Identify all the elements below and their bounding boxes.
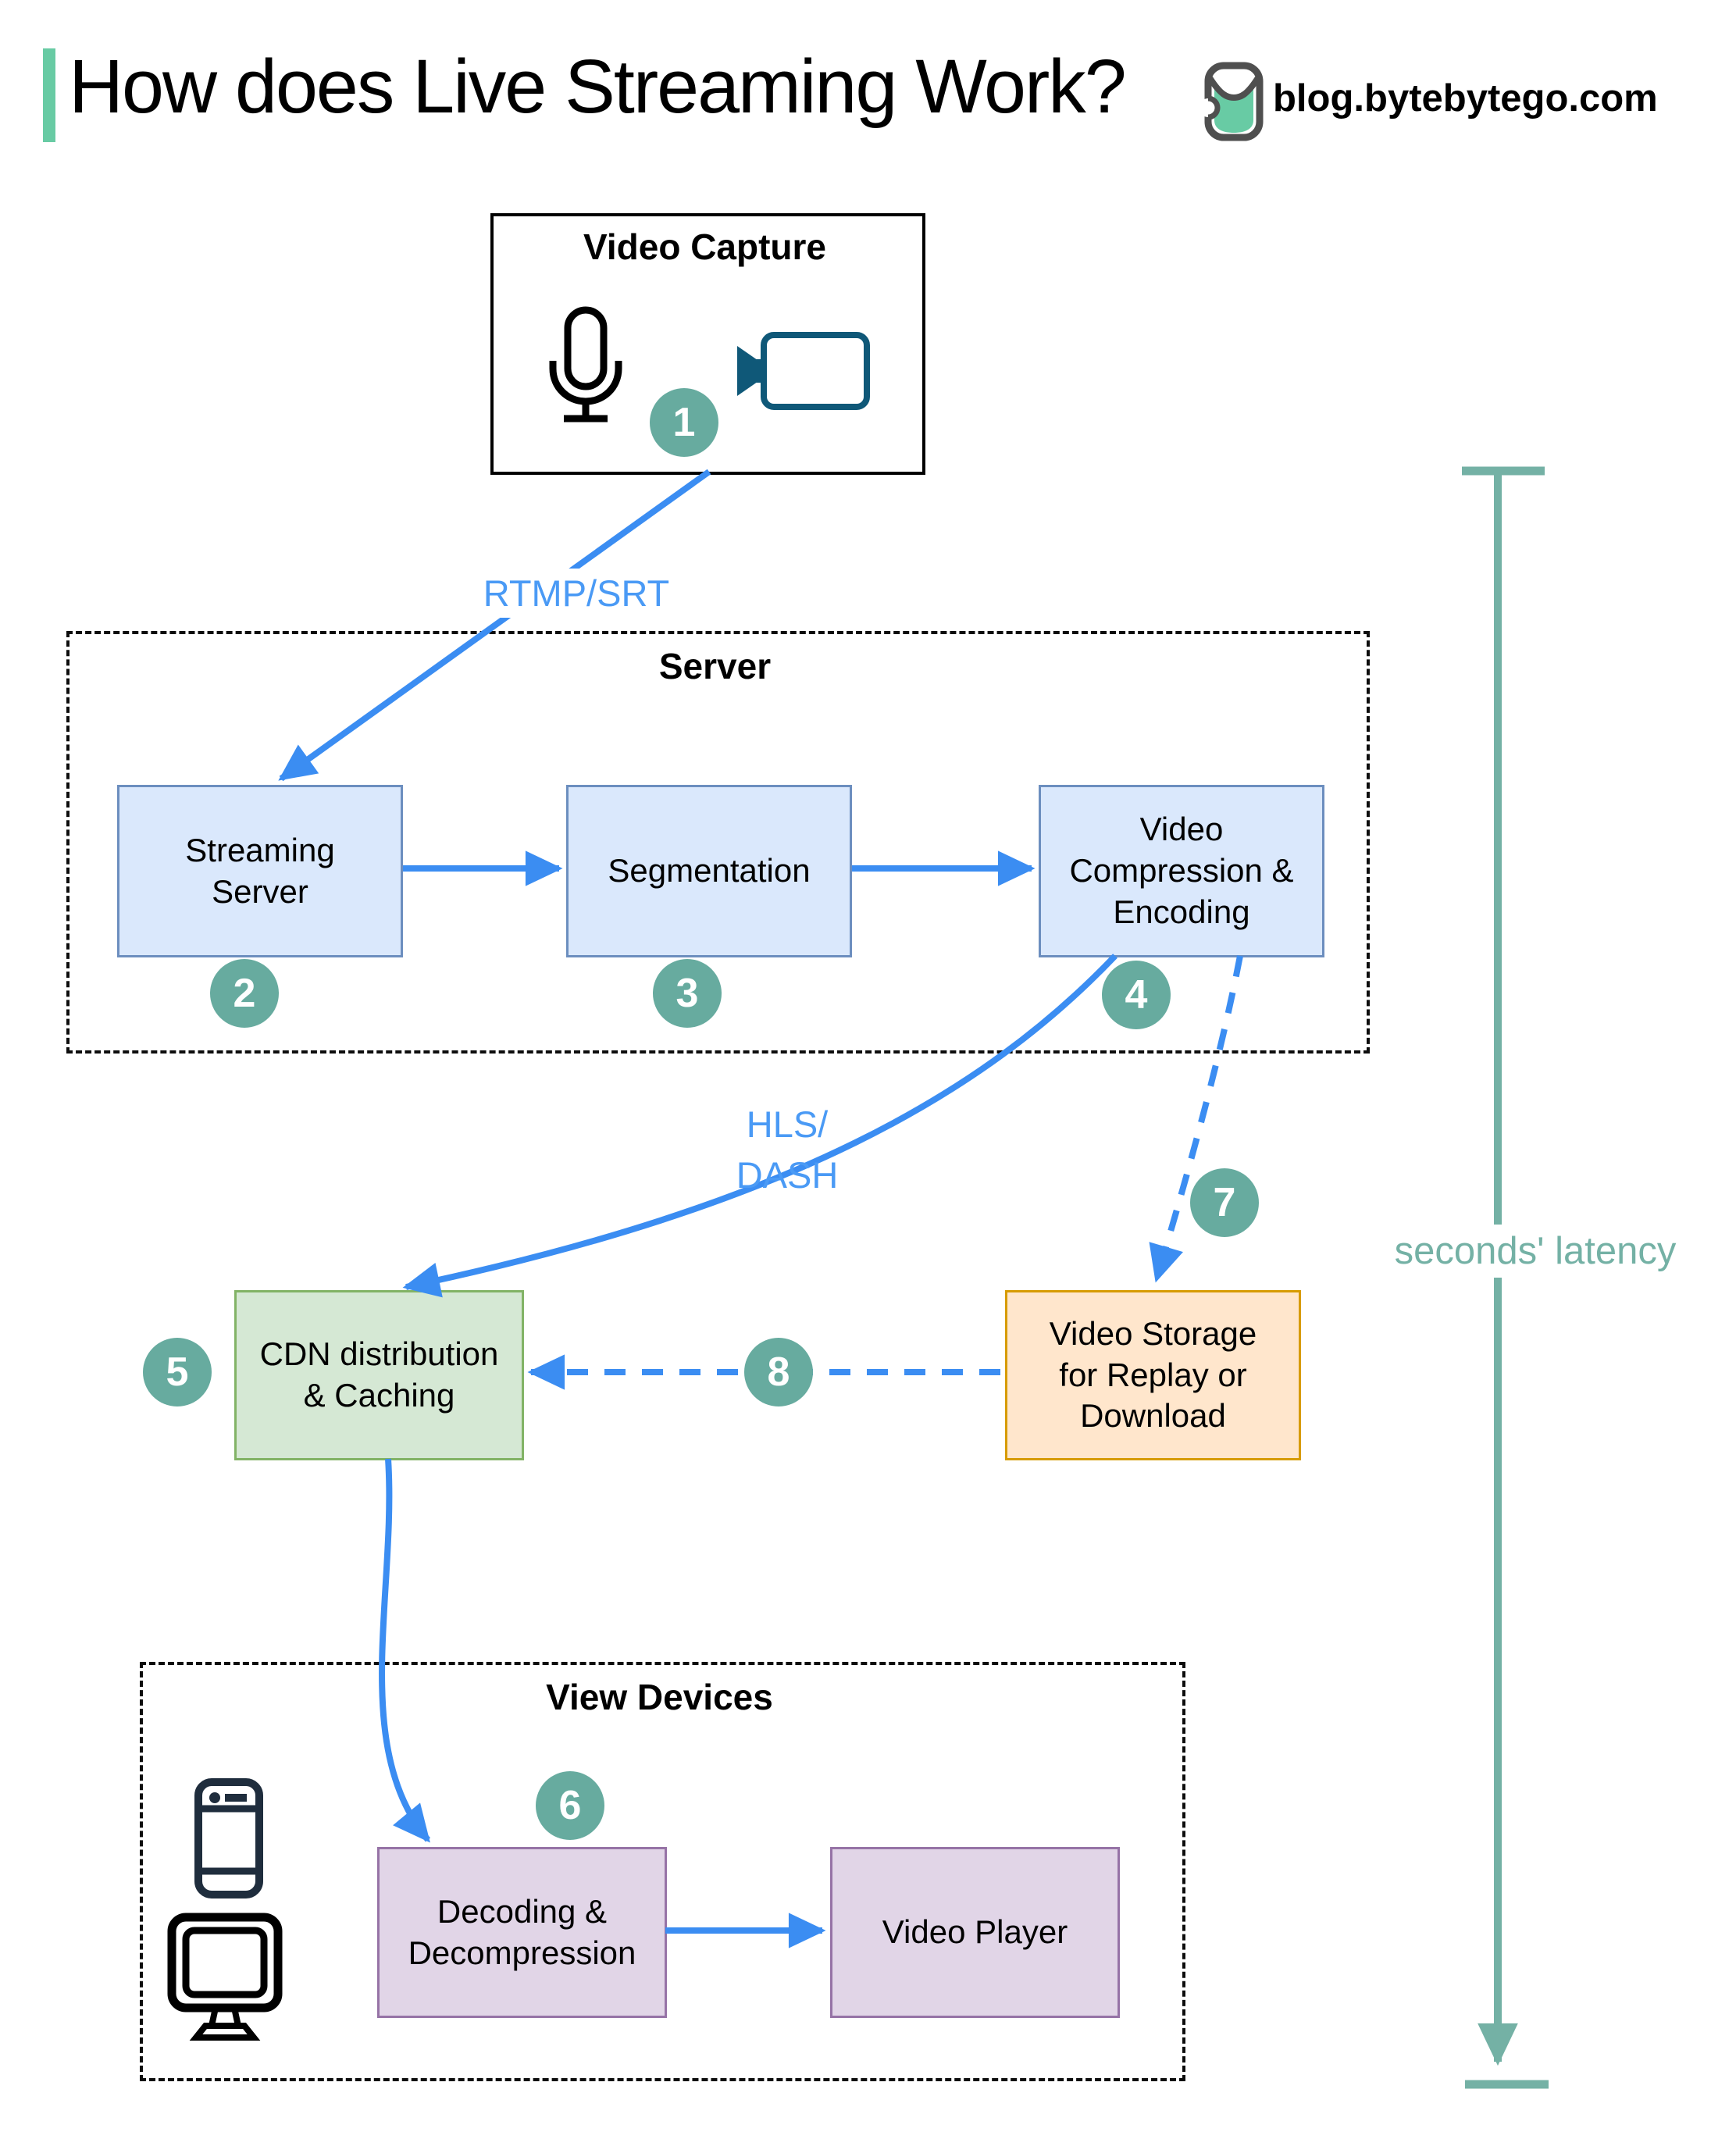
step-badge-6: 6 xyxy=(536,1771,604,1840)
step-badge-5: 5 xyxy=(143,1338,212,1406)
microphone-icon xyxy=(549,306,622,422)
step-badge-3: 3 xyxy=(653,959,722,1028)
node-streaming-server: Streaming Server xyxy=(117,785,403,957)
view-devices-group-label: View Devices xyxy=(546,1677,773,1717)
node-decoding-decompression: Decoding & Decompression xyxy=(377,1847,667,2018)
step-badge-1: 1 xyxy=(650,388,718,457)
node-cdn-distribution-caching: CDN distribution & Caching xyxy=(234,1290,524,1460)
view-devices-group-box xyxy=(140,1662,1185,2081)
page-title: How does Live Streaming Work? xyxy=(69,44,1127,129)
node-video-player: Video Player xyxy=(830,1847,1120,2018)
site-url: blog.bytebytego.com xyxy=(1273,77,1658,119)
node-video-compression-encoding: Video Compression & Encoding xyxy=(1039,785,1324,957)
monitor-icon xyxy=(167,1913,283,2041)
video-camera-icon xyxy=(737,332,870,410)
latency-label: seconds' latency xyxy=(1378,1225,1692,1278)
step-badge-7: 7 xyxy=(1190,1168,1259,1237)
step-badge-8: 8 xyxy=(744,1338,813,1406)
node-video-storage: Video Storage for Replay or Download xyxy=(1005,1290,1301,1460)
latency-timeline xyxy=(1462,466,1549,2089)
video-capture-label: Video Capture xyxy=(583,226,826,267)
server-group-label: Server xyxy=(658,646,772,686)
step-badge-2: 2 xyxy=(210,959,279,1028)
smartphone-icon xyxy=(194,1778,263,1898)
bytebytego-logo-icon xyxy=(1203,62,1264,141)
edge-label-rtmp-srt: RTMP/SRT xyxy=(420,569,733,618)
node-segmentation: Segmentation xyxy=(566,785,852,957)
edge-label-hls-dash: HLS/ DASH xyxy=(736,1103,839,1196)
step-badge-4: 4 xyxy=(1102,961,1171,1029)
title-accent-bar xyxy=(43,48,55,142)
